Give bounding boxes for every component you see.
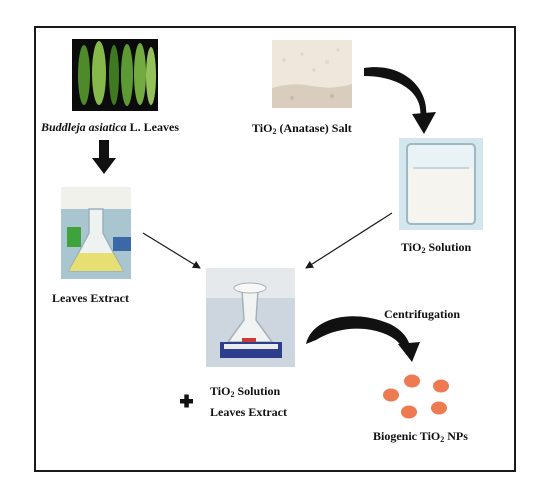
nanoparticles-label: Biogenic TiO2 NPs: [373, 429, 468, 444]
leaves-icon: [78, 41, 156, 106]
solution-label-formula: TiO: [401, 240, 422, 254]
salt-label-subscript: 2: [272, 127, 277, 136]
flask-extract-icon: [61, 187, 131, 279]
mix-label-text: Solution: [234, 384, 281, 398]
salt-label-formula: TiO: [252, 121, 273, 135]
mix-label-formula: TiO: [210, 384, 231, 398]
np-label-subscript: 2: [440, 435, 445, 444]
mix-label-line1: TiO2 Solution: [210, 384, 280, 399]
beaker-icon: [399, 138, 483, 230]
salt-photo: [272, 40, 352, 108]
extract-photo: [61, 187, 131, 279]
solution-label-text: Solution: [425, 240, 472, 254]
salt-label-text: (Anatase) Salt: [276, 121, 352, 135]
centrifugation-label: Centrifugation: [384, 307, 460, 321]
extract-label: Leaves Extract: [52, 291, 129, 305]
np-label-formula: Biogenic TiO: [373, 429, 441, 443]
leaves-species-name: Buddleja asiatica: [41, 120, 127, 134]
leaves-photo: [72, 39, 158, 111]
leaves-label: Buddleja asiatica L. Leaves: [41, 120, 179, 135]
mix-label-line2: Leaves Extract: [210, 405, 287, 419]
np-label-text: NPs: [444, 429, 468, 443]
solution-photo: [399, 138, 483, 230]
salt-powder-icon: [272, 40, 352, 108]
diagram-frame: [34, 26, 516, 472]
mixing-photo: [206, 268, 295, 367]
hot-plate-flask-icon: [206, 268, 295, 367]
salt-label: TiO2 (Anatase) Salt: [252, 121, 352, 136]
solution-label: TiO2 Solution: [401, 240, 471, 255]
solution-label-subscript: 2: [421, 246, 426, 255]
mix-label-subscript: 2: [230, 390, 235, 399]
leaves-label-suffix: L. Leaves: [126, 120, 180, 134]
